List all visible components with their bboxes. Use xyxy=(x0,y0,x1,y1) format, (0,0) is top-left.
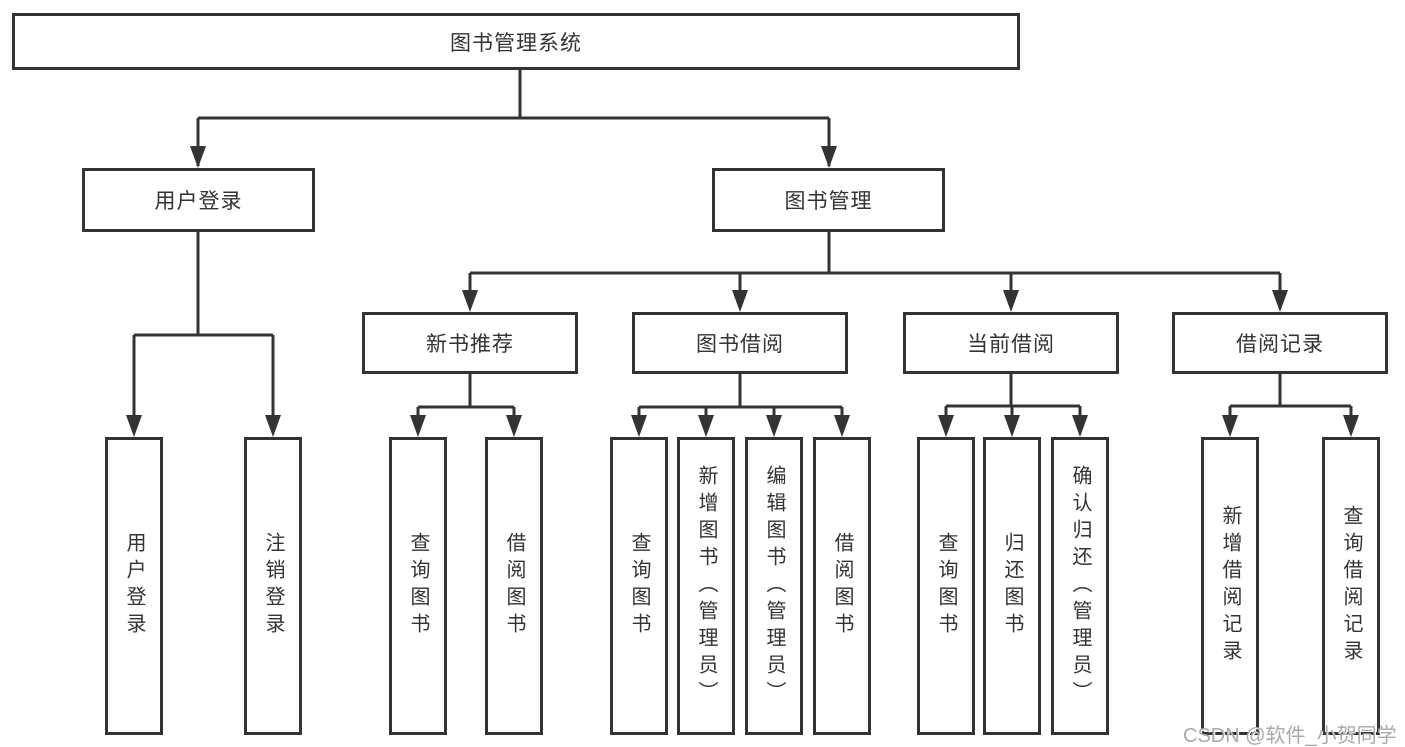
connector-edges xyxy=(132,70,1353,433)
leaf-borrowing-edit-books-admin: 编辑图书（管理员） xyxy=(745,437,803,735)
leaf-current-query-books: 查询图书 xyxy=(917,437,975,735)
leaf-recommend-borrow-books: 借阅图书 xyxy=(485,437,543,735)
connector-arrowheads xyxy=(126,146,1359,437)
node-user-login-group: 用户登录 xyxy=(82,168,315,232)
leaf-borrowing-add-books-admin: 新增图书（管理员） xyxy=(677,437,735,735)
leaf-borrowing-borrow-books: 借阅图书 xyxy=(813,437,871,735)
leaf-recommend-query-books: 查询图书 xyxy=(389,437,447,735)
leaf-records-add-borrow-record: 新增借阅记录 xyxy=(1201,437,1259,735)
leaf-user-login: 用户登录 xyxy=(105,437,163,735)
csdn-watermark: CSDN @软件_小贺同学 xyxy=(1183,725,1397,747)
node-book-management-group: 图书管理 xyxy=(712,168,945,232)
leaf-current-confirm-return-admin: 确认归还（管理员） xyxy=(1051,437,1109,735)
node-current-borrowing: 当前借阅 xyxy=(903,312,1119,374)
node-new-book-recommend: 新书推荐 xyxy=(362,312,578,374)
node-root-title: 图书管理系统 xyxy=(12,13,1020,70)
leaf-current-return-books: 归还图书 xyxy=(983,437,1041,735)
leaf-borrowing-query-books: 查询图书 xyxy=(610,437,668,735)
leaf-records-query-borrow-record: 查询借阅记录 xyxy=(1322,437,1380,735)
node-borrowing-records: 借阅记录 xyxy=(1172,312,1388,374)
leaf-logout: 注销登录 xyxy=(244,437,302,735)
node-book-borrowing: 图书借阅 xyxy=(632,312,848,374)
